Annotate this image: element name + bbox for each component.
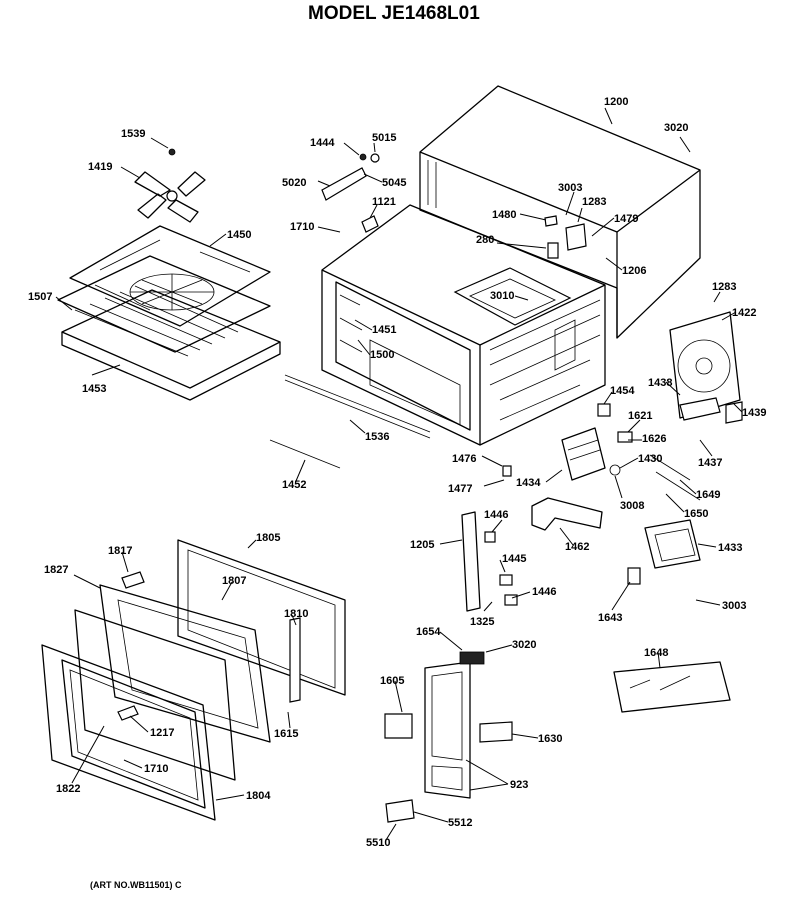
part-label-1434: 1434 xyxy=(516,477,541,489)
part-label-1817: 1817 xyxy=(108,545,132,557)
part-label-5512: 5512 xyxy=(448,817,472,829)
part-label-1615: 1615 xyxy=(274,728,298,740)
part-label-3020: 3020 xyxy=(664,122,688,134)
part-label-1827: 1827 xyxy=(44,564,68,576)
part-label-280: 280 xyxy=(476,234,494,246)
waveguide-cover xyxy=(453,267,572,326)
part-label-1480: 1480 xyxy=(492,209,516,221)
part-label-1649: 1649 xyxy=(696,489,720,501)
part-label-1283-b: 1283 xyxy=(712,281,736,293)
control-panel xyxy=(384,651,513,823)
part-label-3008: 3008 xyxy=(620,500,644,512)
part-label-1451: 1451 xyxy=(372,324,396,336)
part-label-1654: 1654 xyxy=(416,626,441,638)
part-label-1648: 1648 xyxy=(644,647,668,659)
part-label-1536: 1536 xyxy=(365,431,389,443)
part-label-3003-b: 3003 xyxy=(722,600,746,612)
part-label-1476: 1476 xyxy=(452,453,476,465)
part-label-1507: 1507 xyxy=(28,291,52,303)
part-label-1605: 1605 xyxy=(380,675,404,687)
part-label-5020: 5020 xyxy=(282,177,306,189)
part-label-1630: 1630 xyxy=(538,733,562,745)
part-label-3020-b: 3020 xyxy=(512,639,536,651)
shelf-rack xyxy=(57,255,271,357)
part-label-1439: 1439 xyxy=(742,407,766,419)
part-label-1454: 1454 xyxy=(610,385,635,397)
part-label-1450: 1450 xyxy=(227,229,251,241)
door-hinge-parts xyxy=(117,571,301,721)
part-label-5045: 5045 xyxy=(382,177,406,189)
part-label-1539: 1539 xyxy=(121,128,145,140)
part-label-1206: 1206 xyxy=(622,265,646,277)
part-label-1430: 1430 xyxy=(638,453,662,465)
part-label-1477: 1477 xyxy=(448,483,472,495)
part-label-1710: 1710 xyxy=(290,221,314,233)
part-label-1462: 1462 xyxy=(565,541,589,553)
glass-tray xyxy=(61,289,281,401)
fan-blade xyxy=(134,148,206,223)
art-number: (ART NO.WB11501) C xyxy=(90,880,182,890)
part-label-1121: 1121 xyxy=(372,196,396,208)
part-label-5015: 5015 xyxy=(372,132,396,144)
part-labels: 1200 3020 1539 1444 5015 1419 5020 5045 … xyxy=(28,96,766,849)
stirrer-panel xyxy=(69,225,271,327)
part-label-1643: 1643 xyxy=(598,612,622,624)
door-inner-panel xyxy=(99,584,271,743)
part-label-923: 923 xyxy=(510,779,528,791)
part-label-1205: 1205 xyxy=(410,539,434,551)
diagram-title: MODEL JE1468L01 xyxy=(308,3,480,24)
fan-motor-assembly xyxy=(669,311,743,424)
leader-lines xyxy=(55,107,743,841)
air-duct xyxy=(531,497,603,531)
part-label-1419: 1419 xyxy=(88,161,112,173)
part-label-1710-b: 1710 xyxy=(144,763,168,775)
door-choke-frame xyxy=(177,539,346,696)
part-label-1452: 1452 xyxy=(282,479,306,491)
switch-bracket xyxy=(461,511,518,612)
part-label-1446-b: 1446 xyxy=(532,586,556,598)
part-label-1807: 1807 xyxy=(222,575,246,587)
part-label-1479: 1479 xyxy=(614,213,638,225)
part-label-1325: 1325 xyxy=(470,616,494,628)
part-label-1445: 1445 xyxy=(502,553,526,565)
part-label-1810: 1810 xyxy=(284,608,308,620)
transformer xyxy=(627,519,701,585)
part-label-1217: 1217 xyxy=(150,727,174,739)
part-label-1422: 1422 xyxy=(732,307,756,319)
part-label-1283: 1283 xyxy=(582,196,606,208)
part-label-1444: 1444 xyxy=(310,137,335,149)
part-label-1433: 1433 xyxy=(718,542,742,554)
part-label-1822: 1822 xyxy=(56,783,80,795)
part-label-1500: 1500 xyxy=(370,349,394,361)
part-label-1621: 1621 xyxy=(628,410,652,422)
oven-cavity xyxy=(321,204,606,446)
part-label-1650: 1650 xyxy=(684,508,708,520)
part-label-3010: 3010 xyxy=(490,290,514,302)
part-label-1200: 1200 xyxy=(604,96,628,108)
part-label-5510: 5510 xyxy=(366,837,390,849)
part-label-3003: 3003 xyxy=(558,182,582,194)
part-label-1804: 1804 xyxy=(246,790,271,802)
part-label-1626: 1626 xyxy=(642,433,666,445)
door-outer-frame xyxy=(41,644,216,821)
part-label-1453: 1453 xyxy=(82,383,106,395)
magnetron xyxy=(561,427,606,481)
part-label-1438: 1438 xyxy=(648,377,672,389)
part-label-1446: 1446 xyxy=(484,509,508,521)
part-label-1805: 1805 xyxy=(256,532,280,544)
part-label-1437: 1437 xyxy=(698,457,722,469)
door-glass xyxy=(74,609,236,781)
